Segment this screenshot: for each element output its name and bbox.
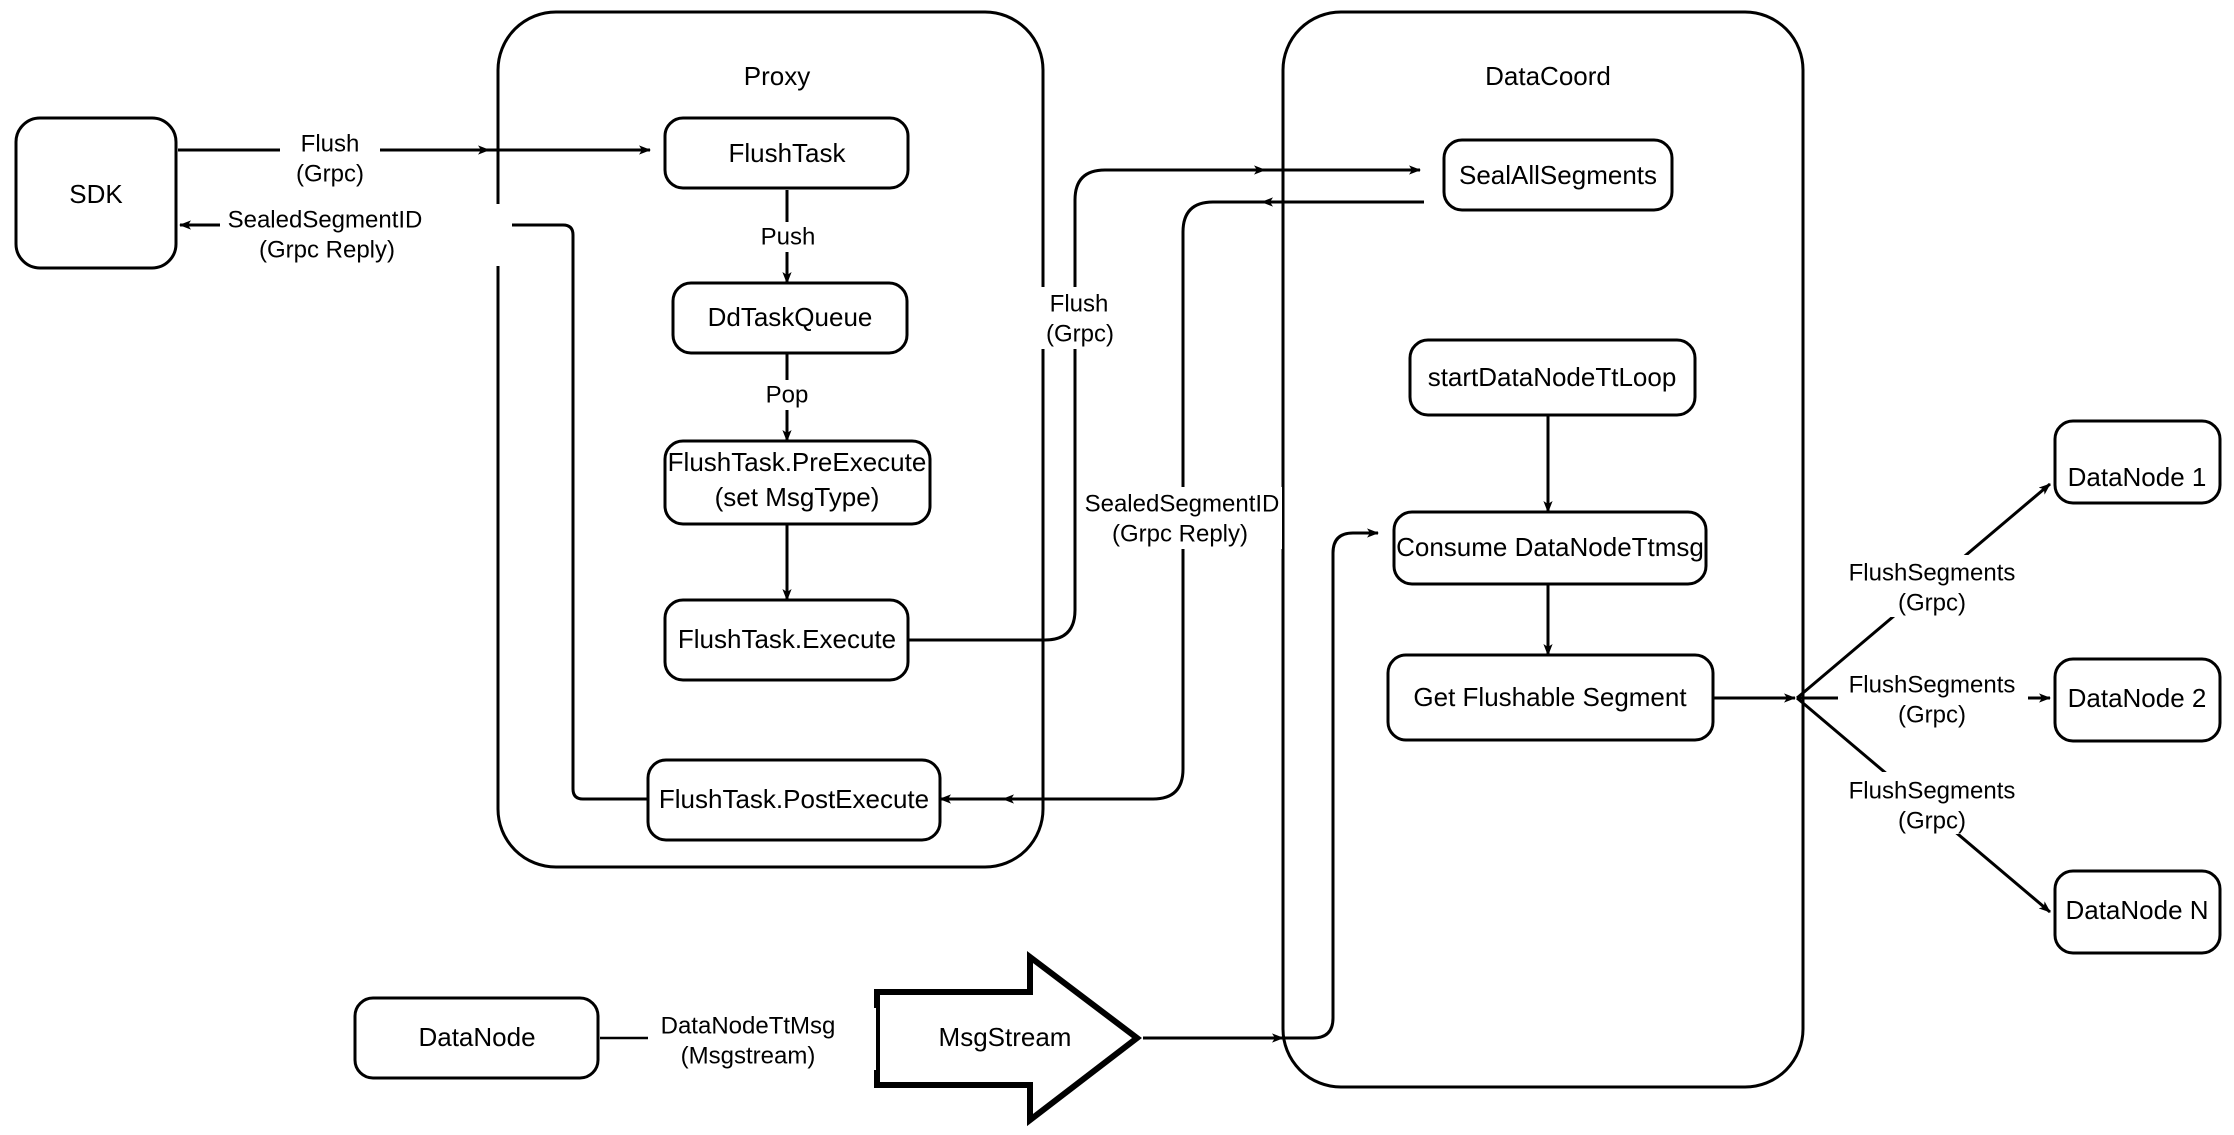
node-flush-task-postexecute[interactable]: FlushTask.PostExecute — [646, 758, 942, 842]
flush-task-preexecute-box[interactable] — [663, 439, 932, 526]
node-seal-all-segments[interactable]: SealAllSegments — [1442, 138, 1674, 212]
sdk-label: SDK — [69, 179, 123, 209]
get-flushable-segment-label: Get Flushable Segment — [1413, 682, 1687, 712]
edge-label-sealedsegmentid-coord: SealedSegmentID (Grpc Reply) — [1085, 487, 1282, 549]
edge-label-coord-flush-line1: Flush — [1050, 290, 1109, 317]
node-start-datanode-tt-loop[interactable]: startDataNodeTtLoop — [1408, 338, 1697, 417]
node-dd-task-queue[interactable]: DdTaskQueue — [671, 281, 909, 355]
sdk-box[interactable] — [14, 116, 178, 270]
consume-datanode-ttmsg-label: Consume DataNodeTtmsg — [1396, 532, 1704, 562]
edge-label-coord-reply-line2: (Grpc Reply) — [1112, 520, 1248, 547]
node-consume-datanode-ttmsg[interactable]: Consume DataNodeTtmsg — [1392, 510, 1708, 586]
edge-label-pop-text: Pop — [766, 381, 809, 408]
edge-label-datanode-ttmsg-line2: (Msgstream) — [681, 1042, 816, 1069]
start-datanode-tt-loop-box[interactable] — [1408, 338, 1697, 417]
node-datanode-source[interactable]: DataNode — [353, 996, 600, 1080]
flush-task-execute-box[interactable] — [663, 598, 910, 682]
edge-label-flushsegments-n-line1: FlushSegments — [1849, 777, 2016, 804]
node-datanode-2[interactable]: DataNode 2 — [2053, 657, 2222, 743]
group-datacoord: DataCoord — [1281, 10, 1805, 1089]
dd-task-queue-box[interactable] — [671, 281, 909, 355]
edge-proxy-to-sdk-reply — [179, 220, 648, 801]
edge-label-flushsegments-2: FlushSegments (Grpc) — [1838, 666, 2028, 728]
node-flush-task[interactable]: FlushTask — [663, 116, 910, 190]
edge-label-flushsegments-n: FlushSegments (Grpc) — [1838, 772, 2028, 834]
flush-task-postexecute-label: FlushTask.PostExecute — [659, 784, 929, 814]
edge-datacoord-boundary-to-consume — [1283, 528, 1379, 1040]
node-flush-task-execute[interactable]: FlushTask.Execute — [663, 598, 910, 682]
node-datanode-1[interactable]: DataNode 1 — [2053, 419, 2222, 505]
datanode-n-box[interactable] — [2053, 869, 2222, 955]
edge-label-sdk-reply-line2: (Grpc Reply) — [259, 236, 395, 263]
edge-label-sdk-flush-line1: Flush — [301, 130, 360, 157]
edge-execute-to-sealallsegments — [907, 165, 1266, 642]
node-datanode-n[interactable]: DataNode N — [2053, 869, 2222, 955]
edge-label-flush-grpc-coord: Flush (Grpc) — [1030, 287, 1126, 349]
flush-task-postexecute-box[interactable] — [646, 758, 942, 842]
datanode-1-box[interactable] — [2053, 419, 2222, 505]
flush-task-execute-label: FlushTask.Execute — [678, 624, 896, 654]
edge-label-flush-grpc-sdk: Flush (Grpc) — [280, 128, 380, 190]
node-sdk[interactable]: SDK — [14, 116, 178, 270]
seal-all-segments-label: SealAllSegments — [1459, 160, 1657, 190]
edge-label-datanode-ttmsg-line1: DataNodeTtMsg — [661, 1012, 836, 1039]
edge-label-coord-flush-line2: (Grpc) — [1046, 320, 1114, 347]
dd-task-queue-label: DdTaskQueue — [708, 302, 873, 332]
edge-label-coord-reply-line1: SealedSegmentID — [1085, 490, 1280, 517]
datacoord-container-label: DataCoord — [1485, 61, 1611, 91]
edge-label-pop: Pop — [752, 380, 822, 410]
flush-task-box[interactable] — [663, 116, 910, 190]
datanode-2-label: DataNode 2 — [2068, 683, 2207, 713]
datanode-1-label: DataNode 1 — [2068, 462, 2207, 492]
edge-label-sdk-reply-line1: SealedSegmentID — [228, 206, 423, 233]
get-flushable-segment-box[interactable] — [1386, 653, 1715, 742]
flush-task-preexecute-label-line1: FlushTask.PreExecute — [668, 447, 927, 477]
edge-label-push-text: Push — [761, 223, 816, 250]
seal-all-segments-box[interactable] — [1442, 138, 1674, 212]
flush-task-preexecute-label-line2: (set MsgType) — [715, 482, 880, 512]
edge-label-flushsegments-2-line1: FlushSegments — [1849, 671, 2016, 698]
edge-label-datanode-ttmsg: DataNodeTtMsg (Msgstream) — [648, 1008, 876, 1070]
msgstream-block-arrow[interactable] — [874, 950, 1142, 1127]
node-get-flushable-segment[interactable]: Get Flushable Segment — [1386, 653, 1715, 742]
proxy-container-label: Proxy — [744, 61, 810, 91]
consume-datanode-ttmsg-box[interactable] — [1392, 510, 1708, 586]
node-msgstream[interactable]: MsgStream — [874, 950, 1142, 1127]
edge-label-flushsegments-1: FlushSegments (Grpc) — [1838, 555, 2028, 617]
datacoord-container-border — [1281, 10, 1805, 1089]
edge-label-flushsegments-2-line2: (Grpc) — [1898, 701, 1966, 728]
edge-label-flushsegments-1-line2: (Grpc) — [1898, 589, 1966, 616]
edge-label-sealedsegmentid-sdk: SealedSegmentID (Grpc Reply) — [220, 204, 512, 266]
edge-label-flushsegments-1-line1: FlushSegments — [1849, 559, 2016, 586]
edge-label-push: Push — [750, 222, 826, 252]
group-proxy: Proxy — [496, 10, 1045, 869]
proxy-container-border — [496, 10, 1045, 869]
datanode-n-label: DataNode N — [2065, 895, 2208, 925]
node-flush-task-preexecute[interactable]: FlushTask.PreExecute (set MsgType) — [663, 439, 932, 526]
msgstream-label: MsgStream — [939, 1022, 1072, 1052]
datanode-source-label: DataNode — [418, 1022, 535, 1052]
datanode-2-box[interactable] — [2053, 657, 2222, 743]
edge-label-flushsegments-n-line2: (Grpc) — [1898, 807, 1966, 834]
edge-label-sdk-flush-line2: (Grpc) — [296, 160, 364, 187]
start-datanode-tt-loop-label: startDataNodeTtLoop — [1428, 362, 1677, 392]
datanode-source-box[interactable] — [353, 996, 600, 1080]
flush-task-label: FlushTask — [728, 138, 846, 168]
